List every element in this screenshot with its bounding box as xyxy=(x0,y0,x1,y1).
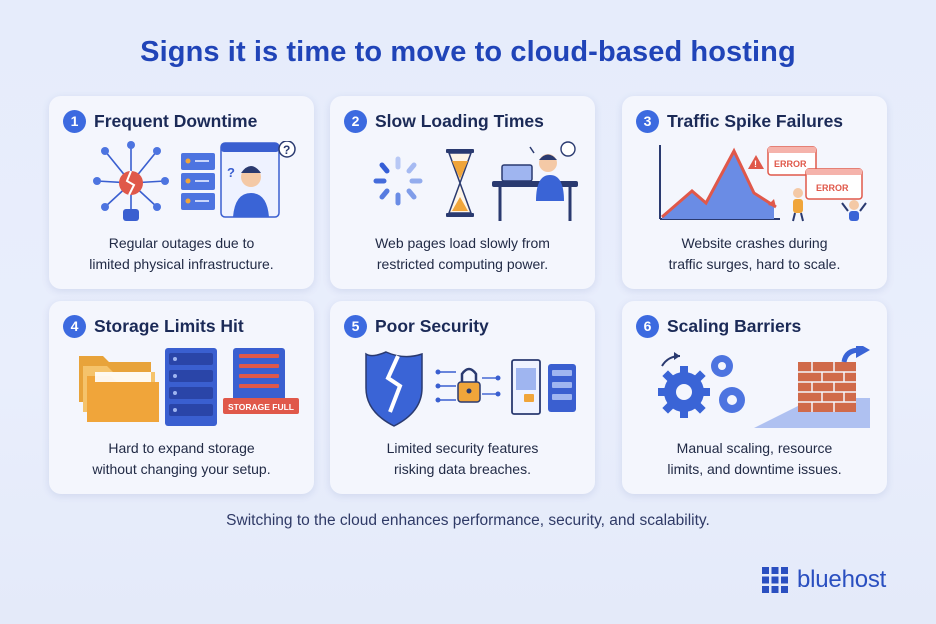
card-description: Web pages load slowly from restricted co… xyxy=(375,235,550,272)
card-description: Limited security features risking data b… xyxy=(386,440,539,477)
page-title: Signs it is time to move to cloud-based … xyxy=(140,36,796,68)
card-storage-limits-hit: 4 Storage Limits Hit ST xyxy=(49,301,314,494)
upward-arrow-icon xyxy=(841,346,870,363)
grid-logo-icon xyxy=(762,567,788,593)
brand-name: bluehost xyxy=(797,566,887,593)
scaling-barriers-illustration xyxy=(658,346,870,428)
door-lock-icon xyxy=(511,359,541,415)
error-label: ERROR xyxy=(774,159,807,169)
loading-spinner-icon xyxy=(373,156,423,206)
card-title: Poor Security xyxy=(375,315,489,336)
card-poor-security: 5 Poor Security Limited security fea xyxy=(330,301,595,494)
card-description: Regular outages due to limited physical … xyxy=(89,235,274,272)
poor-security-illustration xyxy=(365,351,576,427)
brand-logo: bluehost xyxy=(761,566,886,594)
traffic-spike-illustration: ! ERROR ERROR xyxy=(659,145,867,222)
network-outage-illustration: ? ? xyxy=(93,141,296,221)
card-description: Website crashes during traffic surges, h… xyxy=(668,235,841,272)
card-number-badge: 2 xyxy=(344,109,367,133)
error-label: ERROR xyxy=(816,183,849,193)
card-title: Traffic Spike Failures xyxy=(667,110,844,131)
card-title: Slow Loading Times xyxy=(375,110,544,131)
svg-text:!: ! xyxy=(754,159,757,169)
card-number-badge: 3 xyxy=(636,109,659,133)
gears-icon xyxy=(658,352,745,418)
hourglass-icon xyxy=(446,149,474,217)
error-window-icon: ERROR xyxy=(805,168,863,200)
panicked-users-icon xyxy=(792,188,867,222)
svg-text:?: ? xyxy=(283,143,290,157)
confused-user-icon: ? ? xyxy=(220,141,296,218)
slow-loading-illustration xyxy=(373,141,578,221)
card-frequent-downtime: 1 Frequent Downtime xyxy=(49,96,314,289)
padlock-icon xyxy=(435,367,501,403)
card-description: Manual scaling, resource limits, and dow… xyxy=(667,440,842,477)
brick-wall-icon xyxy=(754,362,870,428)
footer-tagline: Switching to the cloud enhances performa… xyxy=(226,512,710,529)
traffic-chart-icon: ! xyxy=(659,145,780,220)
svg-text:?: ? xyxy=(227,165,235,180)
error-window-icon: ERROR xyxy=(767,146,817,176)
card-number-badge: 5 xyxy=(344,314,367,338)
card-title: Frequent Downtime xyxy=(94,110,258,131)
broken-shield-icon xyxy=(365,351,423,427)
card-number-badge: 6 xyxy=(636,314,659,338)
server-rack-icon xyxy=(181,153,215,210)
card-traffic-spike-failures: 3 Traffic Spike Failures ! ERROR ERROR xyxy=(622,96,887,289)
folder-icon xyxy=(79,356,159,422)
frustrated-user-icon xyxy=(492,141,578,221)
storage-server-icon: STORAGE FULL xyxy=(223,348,299,414)
storage-full-illustration: STORAGE FULL xyxy=(79,348,299,426)
card-description: Hard to expand storage without changing … xyxy=(92,440,271,477)
card-title: Scaling Barriers xyxy=(667,315,802,336)
server-icon xyxy=(548,364,576,412)
storage-full-label: STORAGE FULL xyxy=(228,402,294,412)
card-scaling-barriers: 6 Scaling Barriers xyxy=(622,301,887,494)
card-number-badge: 4 xyxy=(63,314,86,338)
card-title: Storage Limits Hit xyxy=(94,315,244,336)
card-number-badge: 1 xyxy=(63,109,86,133)
server-rack-icon xyxy=(165,348,217,426)
card-slow-loading-times: 2 Slow Loading Times xyxy=(330,96,595,289)
broken-network-icon xyxy=(93,141,169,221)
